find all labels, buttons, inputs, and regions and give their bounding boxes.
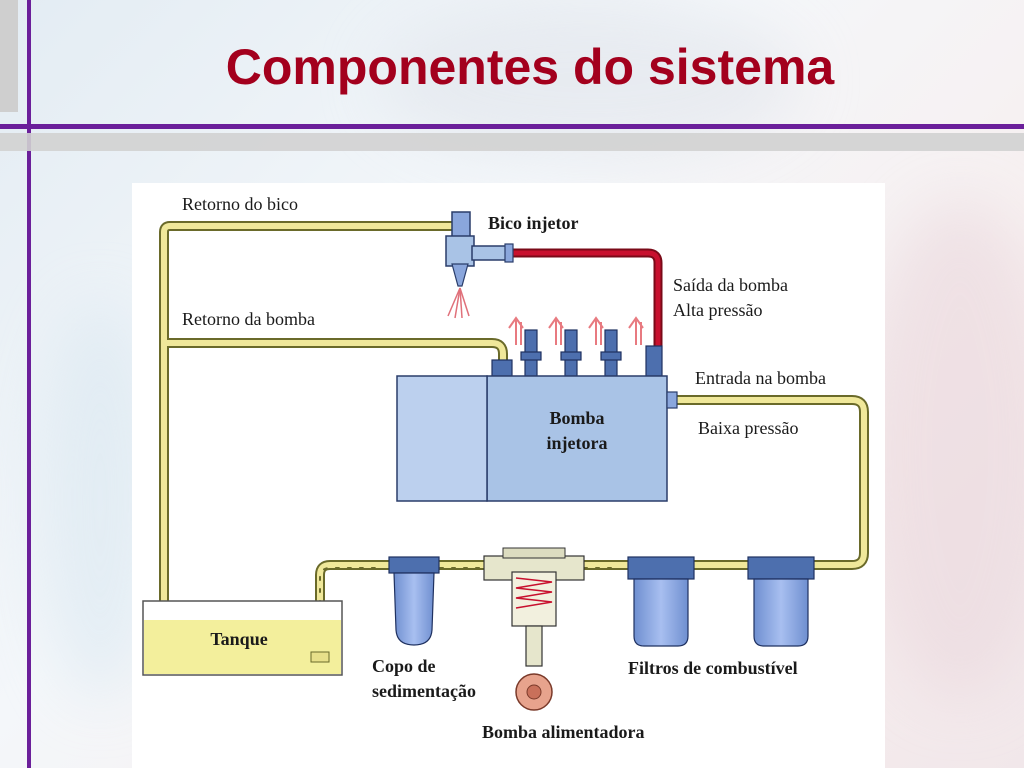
label-baixa-pressao: Baixa pressão bbox=[698, 418, 798, 438]
label-alta-pressao: Alta pressão bbox=[673, 300, 762, 320]
pump-outlets bbox=[491, 329, 663, 377]
label-bomba-line2: injetora bbox=[547, 433, 608, 453]
injector-nozzle bbox=[445, 211, 514, 319]
pressure-arrows bbox=[508, 316, 644, 345]
label-saida-bomba: Saída da bomba bbox=[673, 275, 788, 295]
label-copo-line1: Copo de bbox=[372, 656, 436, 676]
label-bomba-line1: Bomba bbox=[549, 408, 604, 428]
fuel-lines bbox=[159, 221, 869, 661]
left-gray-bar bbox=[0, 0, 18, 112]
background-decoration bbox=[860, 200, 1024, 700]
fuel-tank bbox=[142, 600, 343, 676]
label-retorno-bico: Retorno do bico bbox=[182, 194, 298, 214]
fuel-filters bbox=[627, 556, 815, 647]
label-bico-injetor: Bico injetor bbox=[488, 213, 578, 233]
label-filtros: Filtros de combustível bbox=[628, 658, 798, 678]
return-line-pump bbox=[159, 338, 508, 371]
label-bomba-alimentadora: Bomba alimentadora bbox=[482, 722, 645, 742]
label-retorno-bomba: Retorno da bomba bbox=[182, 309, 315, 329]
label-copo-line2: sedimentação bbox=[372, 681, 476, 701]
horizontal-gray-band bbox=[0, 133, 1024, 151]
vertical-accent-line bbox=[27, 0, 31, 768]
horizontal-accent-line bbox=[0, 124, 1024, 129]
supply-pump bbox=[483, 547, 585, 711]
injection-pump bbox=[396, 375, 678, 502]
sedimentation-cup bbox=[388, 556, 440, 646]
label-entrada-bomba: Entrada na bomba bbox=[695, 368, 826, 388]
slide-title: Componentes do sistema bbox=[225, 39, 835, 95]
label-tanque: Tanque bbox=[210, 629, 267, 649]
